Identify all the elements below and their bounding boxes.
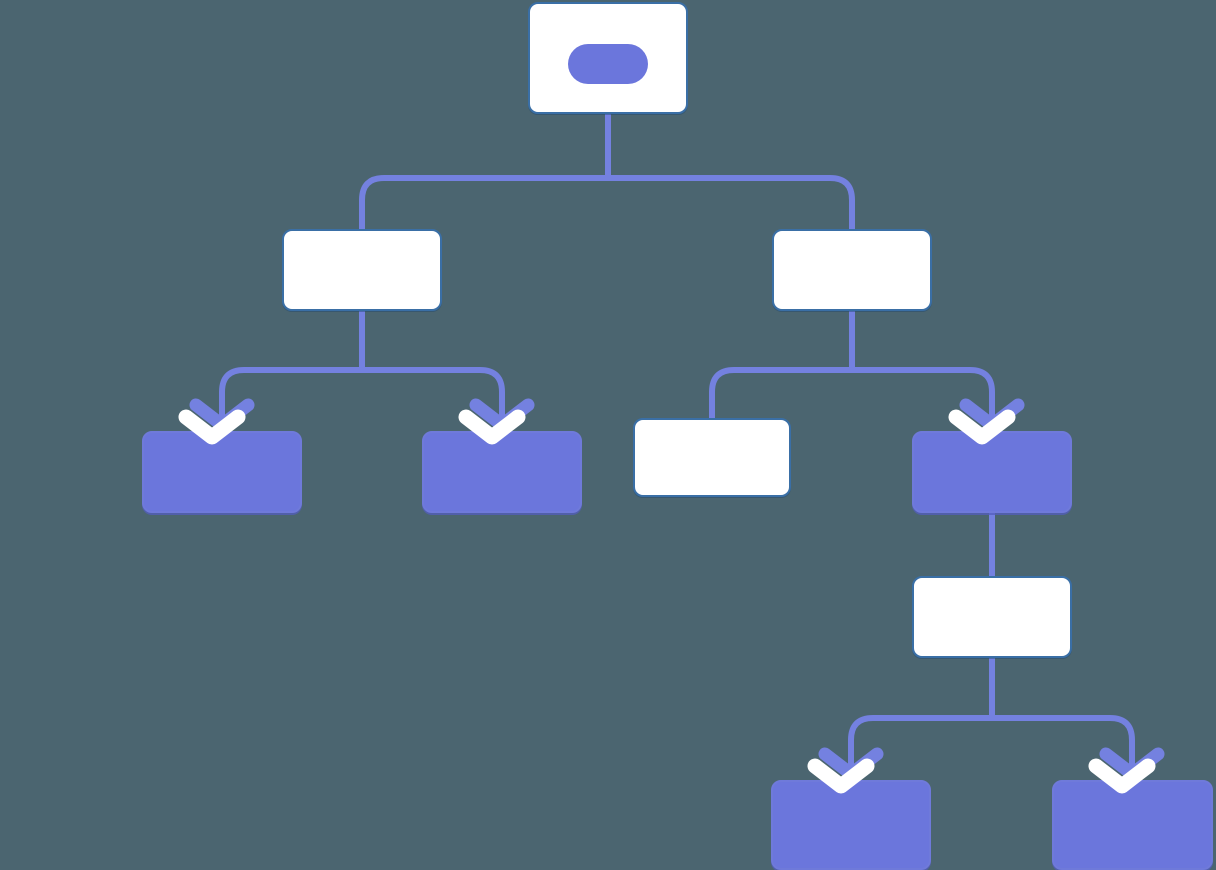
node-leaf-b[interactable] <box>422 431 582 513</box>
node-branch-right[interactable] <box>772 229 932 311</box>
node-leaf-f[interactable] <box>1052 780 1213 870</box>
pill-badge-root[interactable] <box>568 44 648 84</box>
node-white-c[interactable] <box>633 418 791 497</box>
node-branch-left[interactable] <box>282 229 442 311</box>
node-leaf-d[interactable] <box>912 431 1072 513</box>
node-leaf-a[interactable] <box>142 431 302 513</box>
node-mid-white[interactable] <box>912 576 1072 658</box>
node-leaf-e[interactable] <box>771 780 931 870</box>
